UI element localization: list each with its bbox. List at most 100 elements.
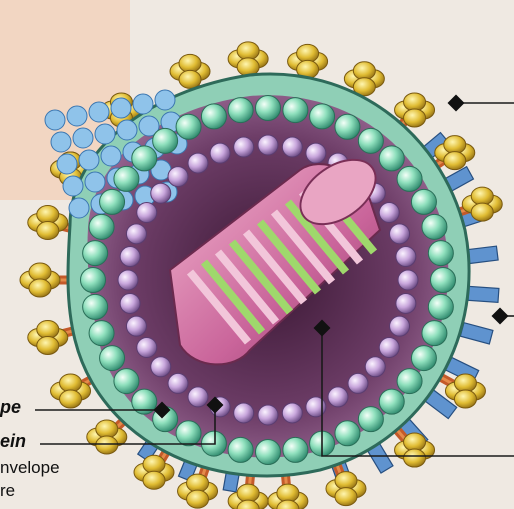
matrix-bead (379, 389, 404, 414)
matrix-bead (411, 346, 436, 371)
capsid-bead (258, 405, 278, 425)
matrix-bead (431, 268, 456, 293)
spike-head (335, 488, 357, 506)
matrix-bead (100, 346, 125, 371)
spike-head (444, 136, 466, 154)
bud-bead (69, 198, 89, 218)
matrix-bead (283, 98, 308, 123)
matrix-bead (256, 96, 281, 121)
spike-head (179, 70, 201, 88)
capsid-bead (398, 270, 418, 290)
matrix-bead (153, 128, 178, 153)
spike-head (187, 474, 209, 492)
capsid-bead (258, 135, 278, 155)
spike-head (471, 187, 493, 205)
matrix-bead (428, 241, 453, 266)
capsid-bead (379, 338, 399, 358)
capsid-bead (306, 397, 326, 417)
bud-bead (95, 124, 115, 144)
capsid-bead (396, 293, 416, 313)
spike-head (335, 472, 357, 490)
matrix-bead (358, 407, 383, 432)
matrix-bead (397, 166, 422, 191)
spike-head (404, 449, 426, 467)
capsid-bead (188, 387, 208, 407)
capsid-bead (168, 167, 188, 187)
bud-bead (51, 132, 71, 152)
matrix-bead (89, 214, 114, 239)
capsid-bead (348, 373, 368, 393)
matrix-bead (411, 189, 436, 214)
spike-head (297, 44, 319, 62)
spike-head (29, 263, 51, 281)
envelope-rod (468, 286, 499, 302)
bud-bead (111, 98, 131, 118)
matrix-bead (176, 114, 201, 139)
spike-head (143, 471, 165, 489)
matrix-bead (397, 369, 422, 394)
capsid-bead (328, 387, 348, 407)
bud-bead (133, 94, 153, 114)
spike-head (404, 93, 426, 111)
bud-bead (73, 128, 93, 148)
capsid-bead (188, 153, 208, 173)
label-envelope-line: nvelope (0, 459, 60, 476)
bud-bead (89, 102, 109, 122)
capsid-bead (118, 270, 138, 290)
capsid-bead (379, 203, 399, 223)
spike-head (444, 152, 466, 170)
spike-head (454, 374, 476, 392)
capsid-bead (390, 224, 410, 244)
matrix-bead (335, 421, 360, 446)
matrix-bead (81, 268, 106, 293)
spike-head (37, 320, 59, 338)
bud-bead (101, 146, 121, 166)
spike-head (237, 42, 259, 60)
capsid-bead (126, 224, 146, 244)
spike-head (37, 206, 59, 224)
bud-bead (67, 106, 87, 126)
spike-head (404, 109, 426, 127)
capsid-bead (306, 143, 326, 163)
label-envelope: pe (0, 398, 21, 416)
matrix-bead (83, 241, 108, 266)
matrix-bead (228, 437, 253, 462)
matrix-bead (114, 369, 139, 394)
capsid-bead (396, 247, 416, 267)
capsid-bead (365, 357, 385, 377)
matrix-bead (83, 294, 108, 319)
bud-bead (155, 90, 175, 110)
matrix-bead (201, 104, 226, 129)
capsid-bead (120, 293, 140, 313)
spike-head (277, 484, 299, 502)
spike-head (237, 484, 259, 502)
bud-bead (85, 172, 105, 192)
bud-bead (117, 120, 137, 140)
matrix-bead (335, 114, 360, 139)
matrix-bead (132, 146, 157, 171)
capsid-bead (234, 137, 254, 157)
capsid-bead (120, 247, 140, 267)
matrix-bead (176, 421, 201, 446)
bud-bead (57, 154, 77, 174)
bud-bead (45, 110, 65, 130)
matrix-bead (283, 437, 308, 462)
capsid-bead (210, 143, 230, 163)
matrix-bead (89, 321, 114, 346)
envelope-rod (467, 246, 498, 264)
spike-head (353, 62, 375, 80)
spike-head (37, 222, 59, 240)
capsid-bead (137, 203, 157, 223)
spike-head (404, 433, 426, 451)
label-core: re (0, 482, 15, 499)
capsid-bead (168, 373, 188, 393)
spike-head (471, 203, 493, 221)
spike-head (179, 54, 201, 72)
spike-head (143, 455, 165, 473)
matrix-bead (379, 146, 404, 171)
label-protein: ein (0, 432, 26, 450)
spike-head (96, 420, 118, 438)
matrix-bead (100, 189, 125, 214)
matrix-bead (310, 104, 335, 129)
